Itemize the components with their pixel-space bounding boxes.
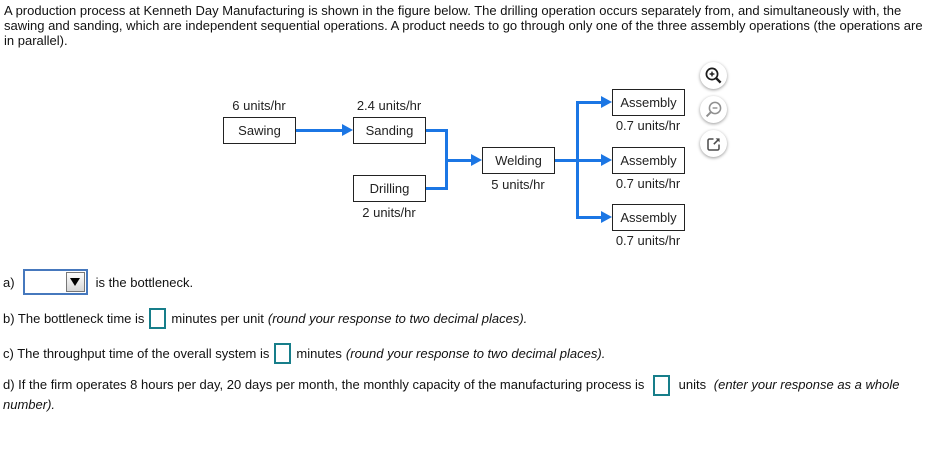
bottleneck-select-value <box>25 271 65 293</box>
open-in-new-window-icon <box>706 137 720 151</box>
node-sanding: Sanding <box>353 117 426 144</box>
question-d-note: (enter your response as a whole number). <box>3 376 900 412</box>
question-a: a) is the bottleneck. <box>3 269 193 295</box>
connector-sanding-out <box>424 129 448 132</box>
connector-into-welding <box>445 159 471 162</box>
connector-into-assembly-1 <box>576 101 601 104</box>
rate-label-welding: 5 units/hr <box>491 177 545 192</box>
monthly-capacity-input[interactable] <box>653 375 671 396</box>
throughput-time-input[interactable] <box>274 343 292 364</box>
zoom-in-icon <box>705 67 722 84</box>
rate-label-assembly-3: 0.7 units/hr <box>615 233 681 248</box>
connector-into-assembly-2 <box>576 159 601 162</box>
node-assembly-2-label: Assembly <box>620 153 677 168</box>
node-assembly-3-label: Assembly <box>620 210 677 225</box>
dropdown-arrow-icon <box>70 278 81 286</box>
node-drilling: Drilling <box>353 175 426 202</box>
node-sawing-label: Sawing <box>238 123 281 138</box>
node-assembly-1: Assembly <box>612 89 685 116</box>
node-sanding-label: Sanding <box>365 123 414 138</box>
question-a-text: is the bottleneck. <box>95 274 194 290</box>
arrowhead-into-assembly-3 <box>601 211 612 223</box>
rate-label-sanding: 2.4 units/hr <box>356 98 422 113</box>
problem-statement: A production process at Kenneth Day Manu… <box>4 3 923 48</box>
arrowhead-into-assembly-2 <box>601 154 612 166</box>
connector-into-assembly-3 <box>576 216 601 219</box>
dropdown-arrow-button[interactable] <box>65 272 85 292</box>
rate-label-drilling: 2 units/hr <box>362 205 416 220</box>
bottleneck-time-input[interactable] <box>149 308 167 329</box>
question-b-text-before: b) The bottleneck time is <box>3 311 145 326</box>
node-assembly-3: Assembly <box>612 204 685 231</box>
question-c-note: (round your response to two decimal plac… <box>345 346 606 361</box>
question-a-label: a) <box>3 274 15 290</box>
question-d: d) If the firm operates 8 hours per day,… <box>3 375 908 413</box>
question-b: b) The bottleneck time is minutes per un… <box>3 308 527 329</box>
connector-sawing-sanding <box>295 129 342 132</box>
node-drilling-label: Drilling <box>369 181 410 196</box>
node-welding-label: Welding <box>495 153 542 168</box>
question-b-text-after: minutes per unit <box>171 311 264 326</box>
question-c: c) The throughput time of the overall sy… <box>3 343 605 364</box>
question-b-note: (round your response to two decimal plac… <box>267 311 528 326</box>
rate-label-sawing: 6 units/hr <box>232 98 286 113</box>
rate-label-assembly-1: 0.7 units/hr <box>615 118 681 133</box>
node-assembly-1-label: Assembly <box>620 95 677 110</box>
zoom-out-icon <box>705 101 722 118</box>
question-d-text-after: units <box>678 376 707 392</box>
arrowhead-into-sanding <box>342 124 353 136</box>
arrowhead-into-assembly-1 <box>601 96 612 108</box>
question-c-text-before: c) The throughput time of the overall sy… <box>3 346 270 361</box>
rate-label-assembly-2: 0.7 units/hr <box>615 176 681 191</box>
arrowhead-into-welding <box>471 154 482 166</box>
zoom-out-button[interactable] <box>700 96 727 123</box>
node-assembly-2: Assembly <box>612 147 685 174</box>
node-sawing: Sawing <box>223 117 296 144</box>
question-d-text-before: d) If the firm operates 8 hours per day,… <box>3 376 645 392</box>
node-welding: Welding <box>482 147 555 174</box>
bottleneck-select[interactable] <box>22 269 88 295</box>
connector-welding-out <box>553 159 579 162</box>
question-c-text-after: minutes <box>296 346 342 361</box>
zoom-in-button[interactable] <box>700 62 727 89</box>
open-in-new-window-button[interactable] <box>700 130 727 157</box>
connector-drilling-out <box>424 187 448 190</box>
